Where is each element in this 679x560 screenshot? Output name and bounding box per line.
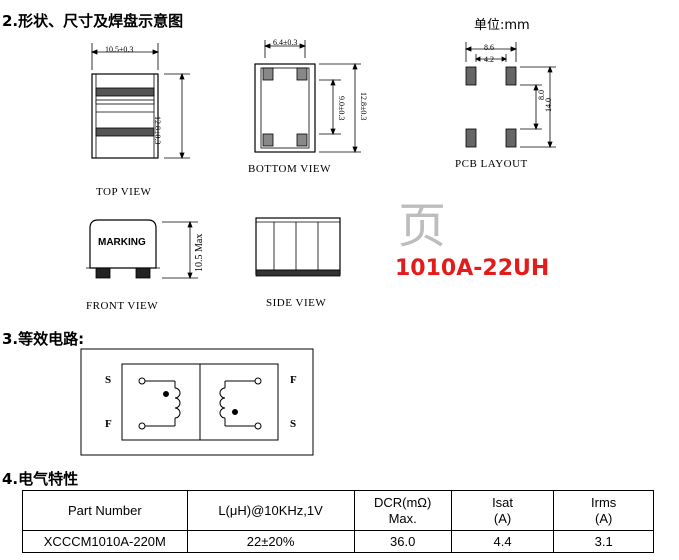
header-part-number: Part Number bbox=[22, 490, 188, 531]
cell-inductance: 22±20% bbox=[186, 530, 355, 553]
front-view-height-dim: 10.5 Max bbox=[194, 233, 205, 272]
bottom-view-outer-dim: 12.8±0.3 bbox=[359, 92, 368, 121]
pcb-layout-label: PCB LAYOUT bbox=[455, 158, 528, 170]
front-view-drawing bbox=[86, 219, 198, 280]
front-view-label: FRONT VIEW bbox=[86, 300, 159, 312]
unit-label: 单位:mm bbox=[474, 18, 530, 33]
electrical-section-title: 4.电气特性 bbox=[2, 470, 79, 488]
header-irms: Irms (A) bbox=[553, 490, 654, 531]
cell-irms: 3.1 bbox=[553, 530, 654, 553]
header-inductance: L(μH)@10KHz,1V bbox=[186, 490, 355, 531]
side-view-drawing bbox=[255, 217, 341, 277]
header-isat: Isat (A) bbox=[450, 490, 555, 531]
watermark-glyph: 页 bbox=[398, 198, 447, 254]
circuit-left-bottom-terminal: F bbox=[105, 418, 112, 430]
top-view-drawing bbox=[90, 43, 190, 160]
circuit-section-title: 3.等效电路: bbox=[2, 330, 85, 348]
circuit-left-top-terminal: S bbox=[105, 374, 112, 386]
header-dcr: DCR(mΩ) Max. bbox=[353, 490, 452, 531]
pcb-outer-height: 14.0 bbox=[544, 98, 553, 112]
top-view-height-dim: 12.8±0.3 bbox=[153, 116, 162, 145]
pcb-layout-drawing bbox=[464, 42, 556, 149]
circuit-right-bottom-terminal: S bbox=[290, 418, 297, 430]
pcb-inner-width: 4.2 bbox=[484, 55, 494, 64]
cell-part-number: XCCCM1010A-220M bbox=[22, 530, 188, 553]
table-row: XCCCM1010A-220M 22±20% 36.0 4.4 3.1 bbox=[22, 530, 654, 553]
equivalent-circuit-diagram bbox=[80, 348, 314, 456]
bottom-view-inner-dim: 9.0±0.3 bbox=[337, 96, 346, 121]
bottom-view-label: BOTTOM VIEW bbox=[248, 163, 332, 175]
electrical-spec-table: Part Number L(μH)@10KHz,1V DCR(mΩ) Max. … bbox=[22, 490, 654, 553]
top-view-width-dim: 10.5±0.3 bbox=[105, 45, 134, 54]
bottom-view-drawing bbox=[254, 40, 361, 154]
dimensions-section-title: 2.形状、尺寸及焊盘示意图 bbox=[2, 12, 184, 30]
cell-isat: 4.4 bbox=[450, 530, 555, 553]
bottom-view-top-dim: 6.4±0.3 bbox=[273, 38, 298, 47]
pcb-outer-width: 8.6 bbox=[484, 43, 494, 52]
model-label: 1010A-22UH bbox=[395, 256, 550, 281]
circuit-right-top-terminal: F bbox=[290, 374, 297, 386]
top-view-label: TOP VIEW bbox=[96, 186, 152, 198]
cell-dcr: 36.0 bbox=[353, 530, 452, 553]
marking-label: MARKING bbox=[98, 237, 146, 248]
table-header-row: Part Number L(μH)@10KHz,1V DCR(mΩ) Max. … bbox=[22, 490, 654, 531]
side-view-label: SIDE VIEW bbox=[266, 297, 327, 309]
